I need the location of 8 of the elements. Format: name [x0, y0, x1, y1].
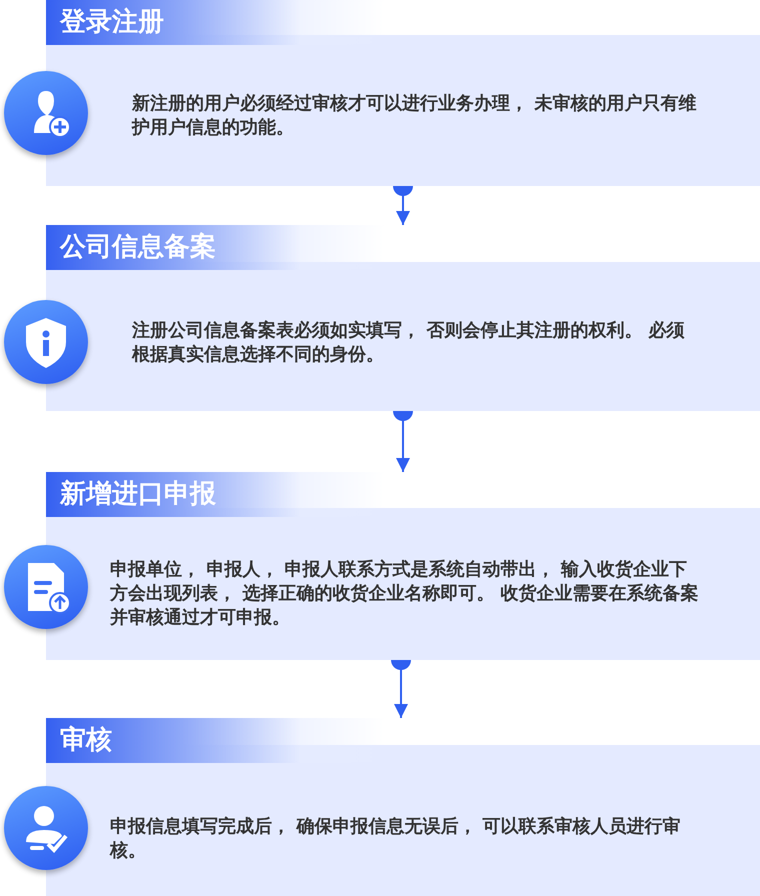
step-description: 申报单位， 申报人， 申报人联系方式是系统自动带出， 输入收货企业下方会出现列表， 选择正确的收货企业名称即可。 收货企业需要在系统备案并审核通过才可申报。 — [110, 558, 700, 630]
step-card — [46, 225, 760, 411]
step-description: 注册公司信息备案表必须如实填写， 否则会停止其注册的权利。 必须根据真实信息选择不同的身份。 — [132, 319, 686, 367]
step-card — [46, 472, 760, 660]
step-description: 申报信息填写完成后， 确保申报信息无误后， 可以联系审核人员进行审核。 — [110, 815, 682, 863]
step-description: 新注册的用户必须经过审核才可以进行业务办理， 未审核的用户只有维护用户信息的功能。 — [132, 92, 698, 140]
step-card — [46, 0, 760, 186]
step-card — [46, 718, 760, 896]
